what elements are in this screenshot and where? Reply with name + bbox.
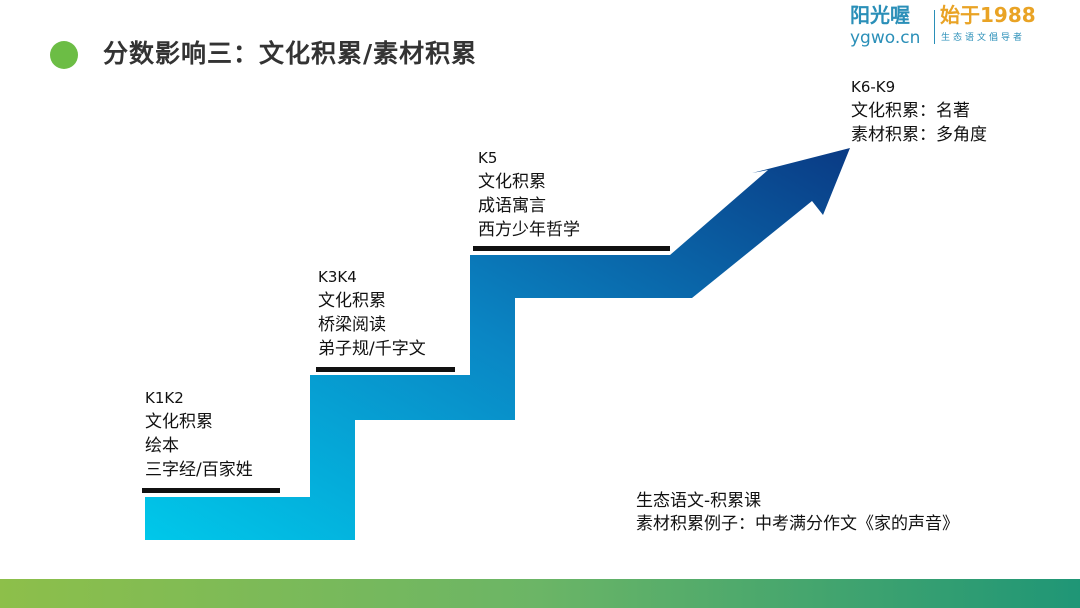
step-level: K6-K9 [851,78,896,96]
step-underline [142,488,280,493]
step-line: 文化积累 [318,291,386,311]
logo-slogan: 生态语文倡导者 [941,33,1026,43]
step-line: 文化积累 [145,412,213,432]
logo: 阳光喔 ygwo.cn 始于1988 生态语文倡导者 [850,4,1060,52]
step-line: 成语寓言 [478,196,546,216]
note-line: 素材积累例子：中考满分作文《家的声音》 [636,514,959,534]
step-underline [473,246,670,251]
step-line: 文化积累：名著 [851,101,970,121]
staircase-arrow [145,148,850,540]
footer-gradient-bar [0,579,1080,608]
step-line: 三字经/百家姓 [145,460,253,480]
step-level: K3K4 [318,268,357,286]
step-k5: K5 文化积累 成语寓言 西方少年哲学 [478,146,580,242]
bullet-circle-icon [50,41,78,69]
step-line: 桥梁阅读 [318,315,386,335]
note-line: 生态语文-积累课 [636,491,762,511]
step-line: 素材积累：多角度 [851,125,987,145]
step-line: 绘本 [145,436,179,456]
step-level: K5 [478,149,498,167]
logo-since: 始于1988 [940,3,1036,27]
step-line: 西方少年哲学 [478,220,580,240]
logo-domain: ygwo.cn [850,28,921,48]
step-k3k4: K3K4 文化积累 桥梁阅读 弟子规/千字文 [318,265,426,361]
step-line: 文化积累 [478,172,546,192]
logo-divider [934,10,935,44]
logo-brand: 阳光喔 [850,3,910,27]
step-k6-k9: K6-K9 文化积累：名著 素材积累：多角度 [851,75,987,147]
step-level: K1K2 [145,389,184,407]
step-line: 弟子规/千字文 [318,339,426,359]
step-underline [316,367,455,372]
course-note: 生态语文-积累课 素材积累例子：中考满分作文《家的声音》 [636,490,959,536]
page-title: 分数影响三：文化积累/素材积累 [103,39,478,68]
step-k1k2: K1K2 文化积累 绘本 三字经/百家姓 [145,386,253,482]
